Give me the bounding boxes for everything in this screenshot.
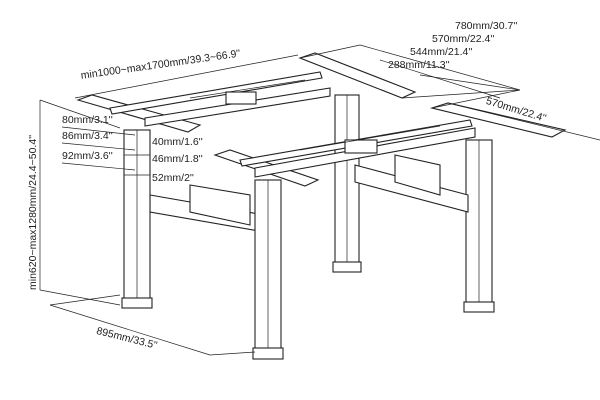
front-right-leg [252, 179, 284, 360]
dimension-lines [39, 44, 600, 356]
left-desk-frame [76, 52, 417, 133]
height-range-label: min620~max1280mm/24.4~50.4'' [27, 134, 39, 290]
arm-mount-label: 288mm/11.3'' [388, 59, 450, 71]
arm-length-back-label: 570mm/22.4'' [432, 33, 495, 45]
arm-inner-label: 544mm/21.4'' [410, 46, 473, 58]
right-desk-frame [213, 102, 567, 187]
column-outer-3-label: 92mm/3.6'' [62, 150, 113, 162]
back-left-leg [332, 94, 362, 273]
front-left-leg [121, 129, 153, 309]
column-inner-2-label: 46mm/1.8'' [152, 153, 203, 165]
depth-total-label: 780mm/30.7'' [455, 20, 518, 32]
column-outer-2-label: 86mm/3.4'' [62, 130, 113, 142]
back-right-leg [463, 139, 495, 313]
column-outer-1-label: 80mm/3.1'' [62, 114, 113, 126]
column-inner-1-label: 40mm/1.6'' [152, 136, 203, 148]
column-inner-3-label: 52mm/2'' [152, 172, 194, 184]
